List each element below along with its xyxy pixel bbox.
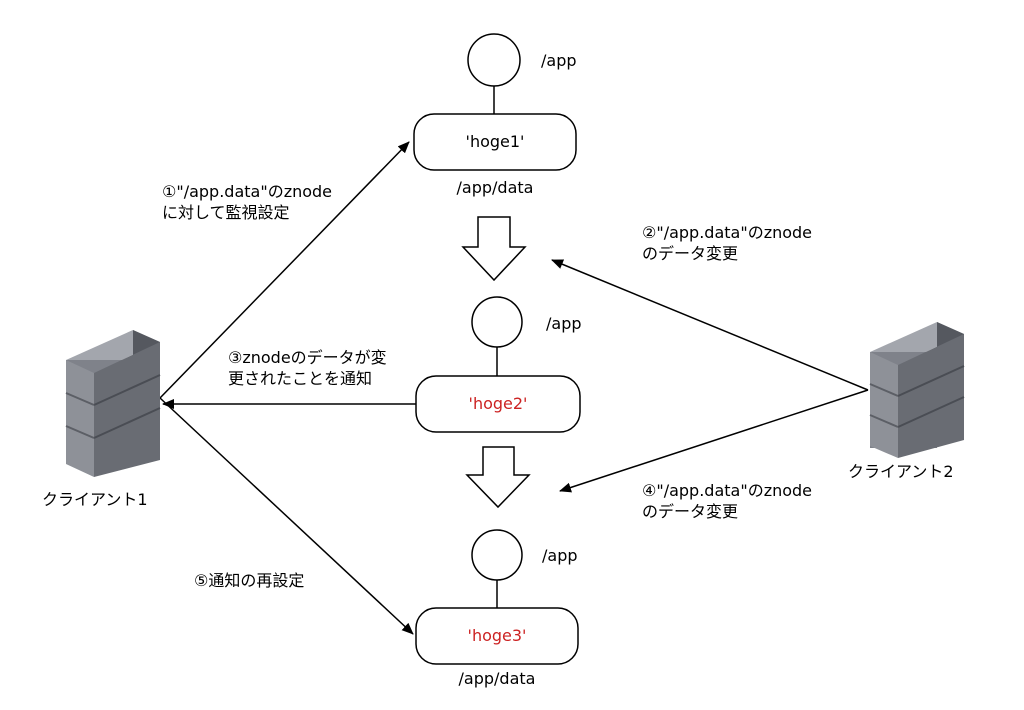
transition-arrow-2 <box>465 446 531 509</box>
node-3-parent-label: /app <box>542 546 578 565</box>
node-1-value: 'hoge1' <box>465 132 525 151</box>
transition-arrow-1 <box>461 216 527 282</box>
data-change-arrow-1 <box>551 259 869 391</box>
step-5-label: ⑤通知の再設定 <box>194 571 305 590</box>
app-parent-node-1 <box>467 33 521 87</box>
node-3-path-label: /app/data <box>458 669 536 688</box>
app-parent-node-2 <box>471 296 523 348</box>
node-2-value: 'hoge2' <box>468 394 528 413</box>
step-3-line-2: 更されたことを通知 <box>228 369 373 388</box>
client-2-label: クライアント2 <box>848 462 954 481</box>
client-1-label: クライアント1 <box>42 490 148 509</box>
step-1-line-1: ①"/app.data"のznode <box>162 182 333 201</box>
step-2-line-1: ②"/app.data"のznode <box>642 223 813 242</box>
step-4-line-2: のデータ変更 <box>642 502 739 521</box>
node-1-path-label: /app/data <box>456 178 534 197</box>
app-parent-node-3 <box>471 529 523 581</box>
node-1-parent-label: /app <box>541 51 577 70</box>
node-2-parent-label: /app <box>546 314 582 333</box>
server-icon <box>65 330 161 477</box>
step-2-line-2: のデータ変更 <box>642 244 739 263</box>
watch-set-arrow <box>159 141 410 399</box>
watch-reset-arrow <box>159 397 414 635</box>
znode-box-3 <box>415 607 579 665</box>
data-change-arrow-2 <box>559 389 869 493</box>
step-4-line-1: ④"/app.data"のznode <box>642 481 813 500</box>
step-3-line-1: ③znodeのデータが変 <box>228 348 387 367</box>
server-icon <box>869 322 965 458</box>
node-3-value: 'hoge3' <box>467 626 527 645</box>
znode-box-1 <box>413 113 577 171</box>
step-1-line-2: に対して監視設定 <box>162 203 290 222</box>
